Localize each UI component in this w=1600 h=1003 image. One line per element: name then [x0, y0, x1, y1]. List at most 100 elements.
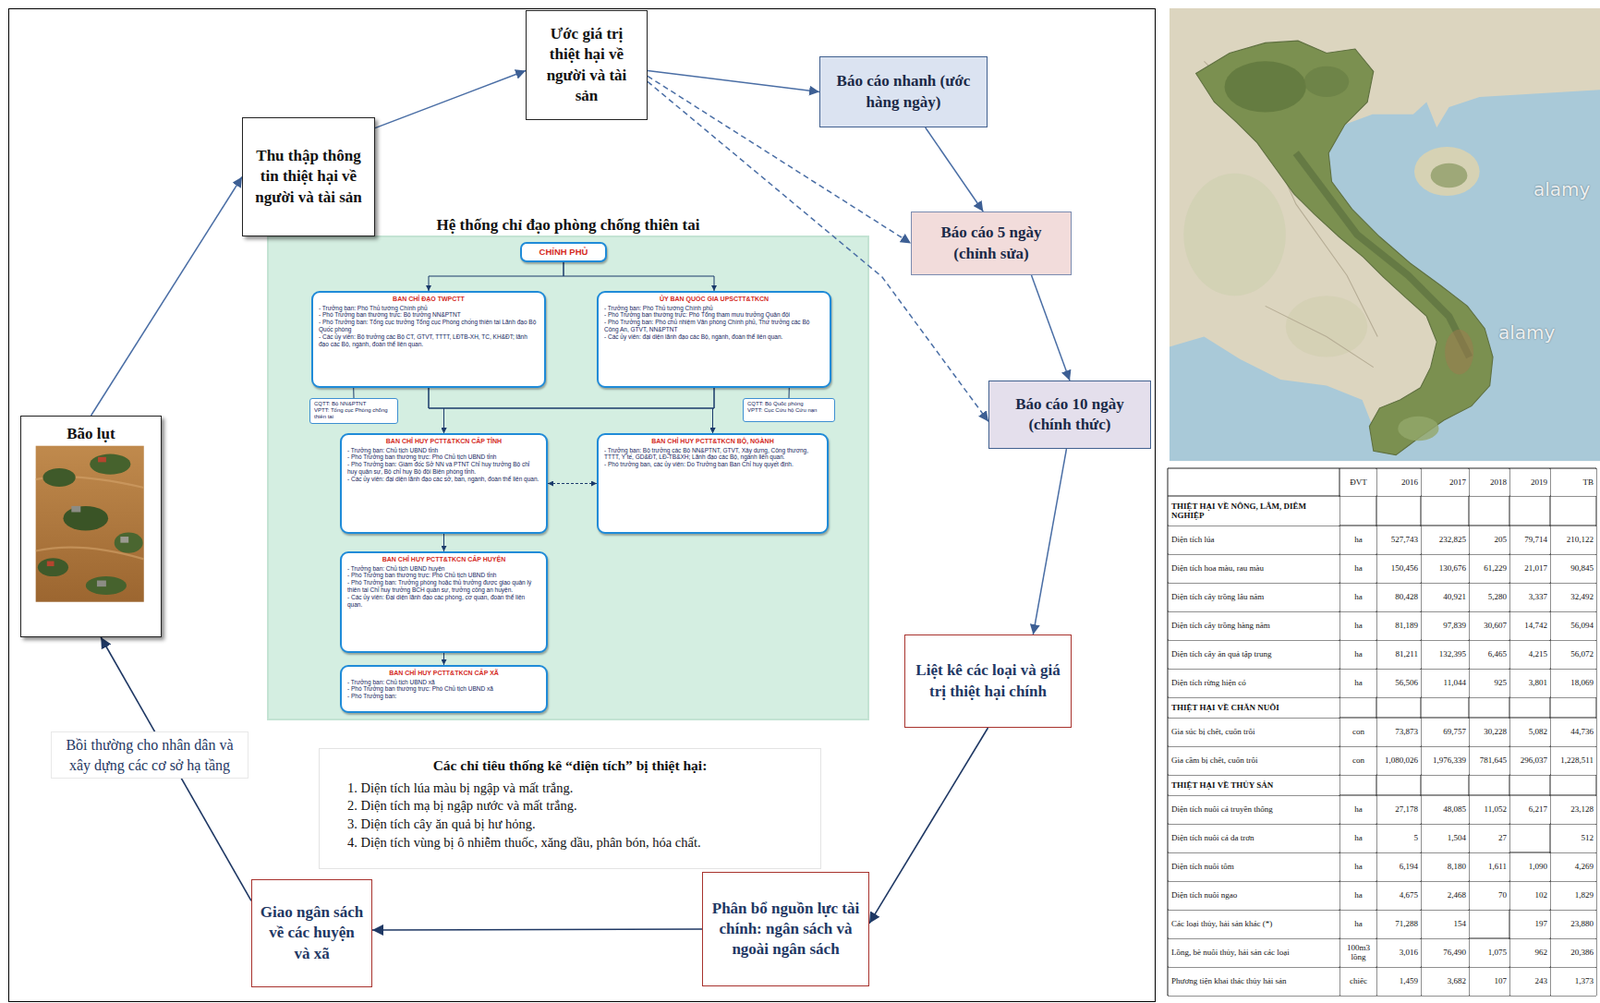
- table-cell: con: [1340, 747, 1377, 776]
- node-heading: Ước giá trị thiệt hại về người và tài sả…: [533, 24, 640, 106]
- node-text: - Phó Trưởng ban: Phó chủ nhiệm Văn phòn…: [604, 318, 825, 334]
- table-cell: 107: [1469, 968, 1510, 996]
- table-cell: 69,757: [1421, 718, 1469, 747]
- report-box: Báo cáo 10 ngày (chính thức): [988, 380, 1152, 449]
- node-heading: Bão lụt: [66, 424, 115, 445]
- flow-arrow: [1031, 275, 1071, 381]
- table-cell: 27,178: [1377, 796, 1421, 825]
- node-text: - Các ủy viên: Đại diện lãnh đạo các phò…: [347, 593, 541, 609]
- node-text: - Phó Trưởng ban thường trực: Phó Tổng t…: [604, 311, 825, 319]
- table-cell: 6,194: [1377, 853, 1421, 882]
- org-chart-panel: Hệ thống chỉ đạo phòng chống thiên taiCH…: [267, 215, 869, 720]
- node-text: 3. Diện tích cây ăn quả bị hư hỏng.: [336, 815, 804, 835]
- table-cell: 4,675: [1377, 882, 1421, 910]
- table-cell: 232,825: [1421, 526, 1469, 555]
- flow-arrow: [713, 387, 716, 434]
- org-chart-ground: [267, 236, 869, 720]
- table-cell: ha: [1340, 853, 1377, 882]
- table-cell: ĐVT: [1340, 469, 1377, 497]
- table-cell: 3,016: [1377, 939, 1421, 968]
- process-box: Ước giá trị thiệt hại về người và tài sả…: [525, 10, 648, 121]
- table-cell: 210,122: [1551, 526, 1597, 555]
- org-box: ỦY BAN QUỐC GIA UPSCTT&TKCN- Trưởng ban:…: [596, 290, 832, 388]
- table-cell: 14,742: [1510, 612, 1551, 641]
- table-cell: 40,921: [1421, 583, 1469, 612]
- table-cell: Diện tích cây ăn quả tập trung: [1168, 641, 1340, 669]
- dashed-arrow: [547, 483, 597, 485]
- watermark: alamy: [1498, 323, 1555, 342]
- flow-arrow: [443, 653, 445, 666]
- node-text: - Các ủy viên: Bộ trưởng các Bộ CT, GTVT…: [318, 333, 539, 349]
- table-cell: 5,082: [1510, 718, 1551, 747]
- table-cell: 102: [1510, 882, 1551, 910]
- flow-arrow: [372, 928, 703, 932]
- table-cell: 20,386: [1551, 939, 1597, 968]
- table-cell: 781,645: [1469, 747, 1510, 776]
- table-cell: Gia cầm bị chết, cuốn trôi: [1168, 747, 1340, 776]
- table-cell: 90,845: [1551, 555, 1597, 583]
- node-text: - Trưởng ban: Phó Thủ tướng Chính phủ: [318, 304, 539, 313]
- table-cell: 80,428: [1377, 583, 1421, 612]
- node-text: - Trưởng ban: Chủ tịch UBND tỉnh: [347, 447, 541, 455]
- table-cell: 21,017: [1510, 555, 1551, 583]
- node-text: - Các ủy viên: đại diện lãnh đạo các sở,…: [347, 475, 541, 484]
- table-cell: 6,217: [1510, 796, 1551, 825]
- node-heading: Thu thập thông tin thiệt hại về người và…: [250, 145, 367, 207]
- table-cell: Diện tích nuôi cá truyền thống: [1168, 796, 1340, 825]
- table-cell: 23,880: [1551, 910, 1597, 939]
- agency-box: CQTT: Bộ Quốc phòngVPTT: Cục Cứu hộ Cứu …: [742, 398, 836, 423]
- node-heading: BAN CHỈ HUY PCTT&TKCN CẤP XÃ: [347, 669, 541, 679]
- table-cell: 61,229: [1469, 555, 1510, 583]
- table-cell: 132,395: [1421, 641, 1469, 669]
- table-cell: 1,829: [1551, 882, 1597, 910]
- table-cell: ha: [1340, 669, 1377, 698]
- table-cell: Diện tích lúa: [1168, 526, 1340, 555]
- table-section: THIỆT HẠI VỀ NÔNG, LÂM, DIÊM NGHIỆP: [1168, 496, 1340, 526]
- node-text: - Phó Trưởng ban: Tổng cục trưởng Tổng c…: [318, 318, 539, 334]
- flow-arrow: [563, 262, 715, 291]
- table-cell: 44,736: [1551, 718, 1597, 747]
- flow-arrow: [869, 727, 989, 924]
- node-text: - Phó Trưởng ban thường trực: Bộ trưởng …: [318, 311, 539, 319]
- table-cell: 70: [1469, 882, 1510, 910]
- process-box: Thu thập thông tin thiệt hại về người và…: [242, 117, 376, 237]
- table-cell: 2,468: [1421, 882, 1469, 910]
- org-box: BAN CHỈ ĐẠO TWPCTT- Trưởng ban: Phó Thủ …: [311, 290, 546, 388]
- node-text: - Trưởng ban: Bộ trưởng các Bộ NN&PTNT, …: [604, 447, 822, 462]
- table-cell: 56,506: [1377, 669, 1421, 698]
- table-cell: chiếc: [1340, 968, 1377, 996]
- table-cell: Diện tích hoa màu, rau màu: [1168, 555, 1340, 583]
- table-cell: 76,490: [1421, 939, 1469, 968]
- flow-arrow: [428, 387, 714, 434]
- table-cell: 32,492: [1551, 583, 1597, 612]
- table-cell: 2017: [1421, 469, 1469, 497]
- table-cell: 205: [1469, 526, 1510, 555]
- panel-frame: [9, 9, 1156, 1003]
- node-text: - Phó Trưởng ban thường trực: Phó Chủ tị…: [347, 571, 541, 580]
- table-cell: Diện tích nuôi ngao: [1168, 882, 1340, 910]
- table-cell: Diện tích cây trồng lâu năm: [1168, 583, 1340, 612]
- table-cell: Diện tích nuôi tôm: [1168, 853, 1340, 882]
- node-text: - Phó trưởng ban, các ủy viên: Do Trưởng…: [604, 460, 822, 469]
- table-cell: 527,743: [1377, 526, 1421, 555]
- table-cell: 962: [1510, 939, 1551, 968]
- node-heading: BAN CHỈ ĐẠO TWPCTT: [318, 295, 539, 304]
- node-text: VPTT: Tổng cục Phòng chống thiên tai: [314, 407, 394, 421]
- table-cell: 30,607: [1469, 612, 1510, 641]
- node-text: - Phó Trưởng ban thường trực: Phó Chủ tị…: [347, 453, 541, 461]
- node-heading: CQTT: Bộ NN&PTNT: [314, 400, 394, 408]
- node-heading: BAN CHỈ HUY PCTT&TKCN CẤP TỈNH: [347, 437, 541, 447]
- table-cell: 5: [1377, 824, 1421, 853]
- table-cell: ha: [1340, 583, 1377, 612]
- flow-arrow: [375, 70, 526, 128]
- table-cell: 97,839: [1421, 612, 1469, 641]
- table-cell: Phương tiện khai thác thủy hải sản: [1168, 968, 1340, 996]
- table-cell: 81,211: [1377, 641, 1421, 669]
- process-box: Liệt kê các loại và giá trị thiệt hại ch…: [904, 634, 1072, 728]
- table-cell: ha: [1340, 910, 1377, 939]
- table-cell: 6,465: [1469, 641, 1510, 669]
- table-cell: 4,269: [1551, 853, 1597, 882]
- table-cell: ha: [1340, 612, 1377, 641]
- table-cell: 56,072: [1551, 641, 1597, 669]
- table-cell: 1,075: [1469, 939, 1510, 968]
